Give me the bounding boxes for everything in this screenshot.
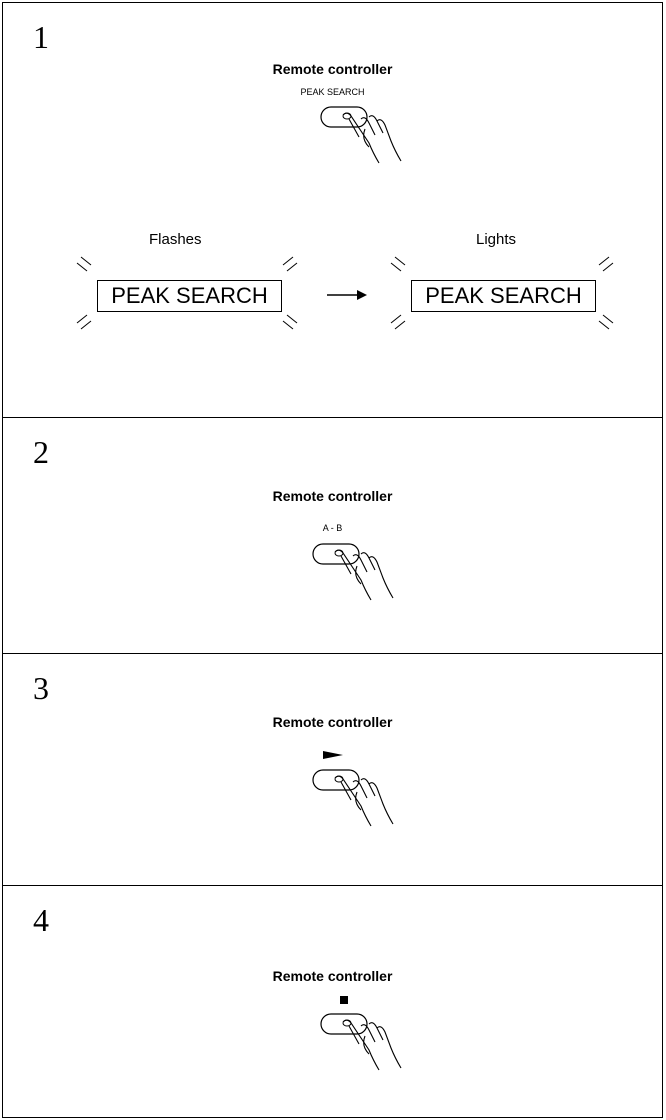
peak-search-button-label: PEAK SEARCH [300, 87, 365, 97]
peak-search-display-lit: PEAK SEARCH [411, 280, 596, 312]
step-4-panel: 4 Remote controller [3, 885, 662, 1117]
display-text: PEAK SEARCH [111, 283, 268, 308]
play-icon [323, 751, 343, 759]
arrow-right-icon [327, 290, 367, 300]
remote-controller-label: Remote controller [272, 61, 393, 77]
remote-controller-label: Remote controller [272, 488, 393, 504]
display-text: PEAK SEARCH [425, 283, 582, 308]
light-rays-icon [390, 256, 614, 330]
hand-pressing-button-icon [312, 769, 394, 827]
peak-search-display-flashing: PEAK SEARCH [97, 280, 282, 312]
step-number: 1 [33, 19, 49, 55]
flashes-caption: Flashes [149, 231, 202, 248]
remote-controller-label: Remote controller [272, 714, 393, 730]
hand-pressing-button-icon [320, 106, 402, 164]
hand-pressing-button-icon [320, 1013, 402, 1071]
flash-rays-icon [76, 256, 298, 330]
stop-icon [340, 996, 348, 1004]
remote-controller-label: Remote controller [272, 968, 393, 984]
a-b-button-label: A - B [322, 523, 343, 533]
step-1-panel: 1 Remote controller PEAK SEARCH Flashes … [3, 3, 662, 417]
step-number: 2 [33, 434, 49, 470]
step-3-panel: 3 Remote controller [3, 653, 662, 885]
step-number: 3 [33, 670, 49, 706]
step-2-panel: 2 Remote controller A - B [3, 417, 662, 653]
step-number: 4 [33, 902, 49, 938]
lights-caption: Lights [476, 231, 517, 248]
hand-pressing-button-icon [312, 543, 394, 601]
